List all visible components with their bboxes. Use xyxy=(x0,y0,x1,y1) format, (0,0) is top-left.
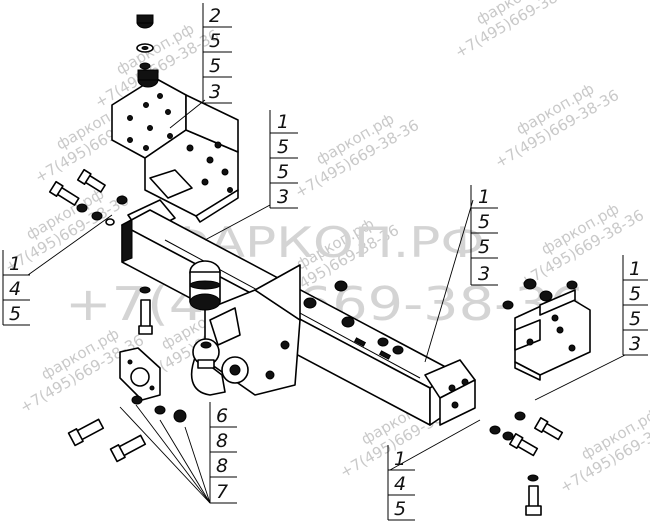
callout-digit: 4 xyxy=(394,473,406,495)
tow-ball xyxy=(190,338,226,396)
callout-digit: 5 xyxy=(394,498,406,520)
callout-digit: 5 xyxy=(9,303,21,325)
callout-digit: 2 xyxy=(209,5,221,27)
callout-bolts-bottom: 1 4 5 xyxy=(387,445,415,521)
callout-digit: 1 xyxy=(394,448,406,470)
nuts-center xyxy=(303,280,404,355)
callout-digit: 5 xyxy=(209,55,221,77)
ball-socket-cover xyxy=(189,260,221,311)
callout-bracket-right: 1 5 5 3 xyxy=(622,255,648,356)
bolts-lower-right xyxy=(489,411,564,516)
callout-digit: 1 xyxy=(9,253,21,275)
callout-frame-left: 1 5 5 3 xyxy=(269,110,298,209)
callout-digit: 3 xyxy=(629,333,641,355)
callout-digit: 5 xyxy=(277,136,289,158)
callout-ball-mount: 6 8 8 7 xyxy=(209,402,237,504)
bolts-upper-left xyxy=(48,168,128,226)
callout-digit: 5 xyxy=(277,161,289,183)
callout-digit: 1 xyxy=(478,186,490,208)
callout-digit: 7 xyxy=(216,481,228,503)
callout-digit: 5 xyxy=(629,308,641,330)
callout-digit: 6 xyxy=(216,405,228,427)
callout-digit: 3 xyxy=(478,263,490,285)
callout-digit: 3 xyxy=(209,81,221,103)
callout-bracket-left-top: 2 5 5 3 xyxy=(202,3,232,104)
callout-leaders xyxy=(27,99,626,504)
bolt-left-vertical xyxy=(138,286,153,335)
callout-bolts-left: 1 4 5 xyxy=(2,250,30,326)
callout-digit: 4 xyxy=(9,278,21,300)
callout-digit: 5 xyxy=(629,283,641,305)
ball-mount-plate xyxy=(119,347,161,401)
hitch-plate xyxy=(204,264,301,396)
callout-digit: 5 xyxy=(478,236,490,258)
callout-digit: 5 xyxy=(478,211,490,233)
callout-digit: 5 xyxy=(209,30,221,52)
callout-frame-center: 1 5 5 3 xyxy=(470,185,498,286)
bolts-lower-left xyxy=(67,395,187,463)
callout-digit: 8 xyxy=(216,455,228,477)
callout-digit: 3 xyxy=(277,186,289,208)
right-mounting-bracket xyxy=(514,289,591,381)
callout-digit: 1 xyxy=(629,258,641,280)
nuts-right xyxy=(502,278,578,310)
callout-digit: 1 xyxy=(277,111,289,133)
watermark-phone: +7(495)669-38-36 xyxy=(452,0,582,62)
callout-digit: 8 xyxy=(216,430,228,452)
top-fastener-stack xyxy=(136,14,159,88)
